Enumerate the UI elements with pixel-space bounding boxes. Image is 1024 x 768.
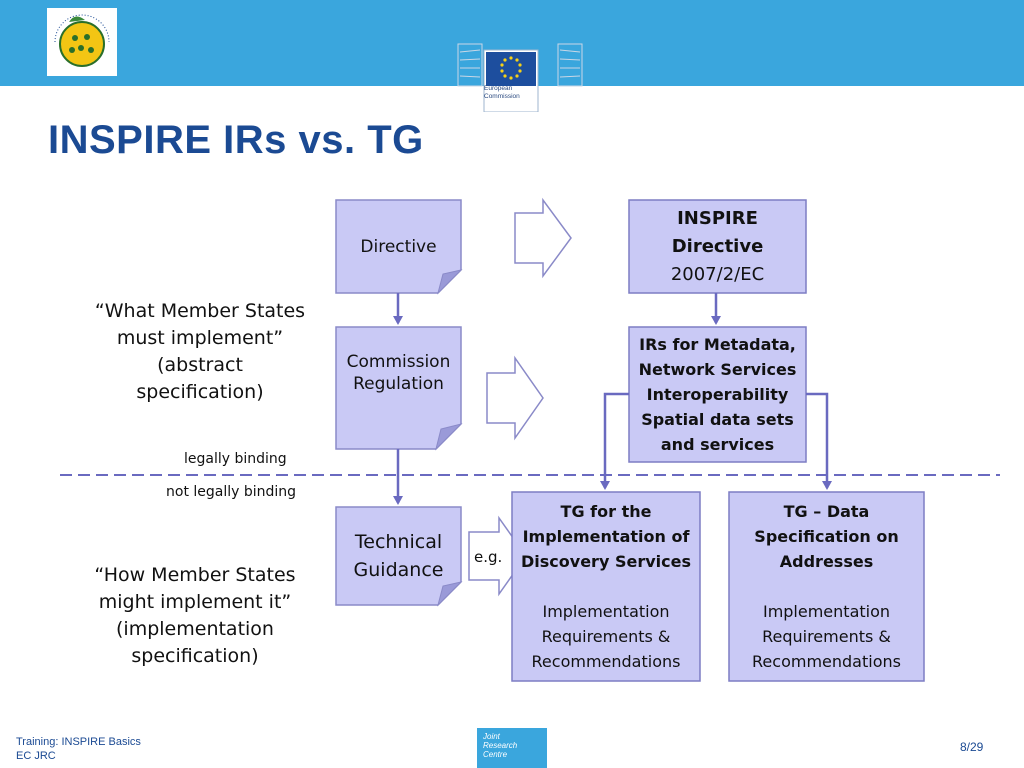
jrc-line3: Centre xyxy=(483,750,508,759)
tg-addresses-body3: Recommendations xyxy=(752,652,901,671)
inspire-directive-box xyxy=(628,199,807,294)
how-member-states-note: “How Member States might implement it” (… xyxy=(55,562,335,670)
block-arrow-regulation xyxy=(486,355,544,441)
what-line1: What Member States xyxy=(104,300,306,322)
tg-addresses-title2: Specification on xyxy=(754,527,899,546)
commission-regulation-label: Commission Regulation xyxy=(336,327,461,422)
ec-label-line1: European xyxy=(484,85,513,92)
inspire-directive-line2: Directive xyxy=(671,235,764,257)
what-member-states-note: “What Member States must implement” (abs… xyxy=(60,298,340,406)
irs-line2: Network Services xyxy=(638,360,797,379)
slide-title: INSPIRE IRs vs. TG xyxy=(48,118,424,162)
open-quote: “ xyxy=(94,564,104,586)
tg-addresses-body1: Implementation xyxy=(762,602,891,621)
what-line3: (abstract xyxy=(157,354,243,376)
directive-label: Directive xyxy=(336,200,461,293)
tg-discovery-body1: Implementation xyxy=(542,602,670,621)
jrc-logo: Joint Research Centre xyxy=(477,728,547,768)
eg-label: e.g. xyxy=(474,548,503,566)
tg-addresses-title1: TG – Data xyxy=(783,502,870,521)
footer-text: Training: INSPIRE Basics EC JRC xyxy=(16,735,141,763)
tg-addresses-box xyxy=(728,491,925,682)
tg-discovery-title3: Discovery Services xyxy=(521,552,691,571)
tg-addresses-body2: Requirements & xyxy=(762,627,891,646)
inspire-directive-line3: 2007/2/EC xyxy=(670,263,765,285)
technical-guidance-label: Technical Guidance xyxy=(336,507,461,605)
european-commission-logo xyxy=(456,22,584,113)
inspire-directive-label: INSPIRE Directive 2007/2/EC xyxy=(629,200,806,293)
how-line2: might implement it xyxy=(98,591,282,613)
how-line4: specification) xyxy=(131,645,259,667)
inspire-directive-line1: INSPIRE xyxy=(677,207,758,229)
guidance-line2: Guidance xyxy=(353,559,444,581)
close-quote: ” xyxy=(273,327,284,349)
how-line3: (implementation xyxy=(116,618,274,640)
connector-irs-to-tg-addresses xyxy=(806,392,832,490)
european-commission-label: European Commission xyxy=(484,85,540,101)
irs-line5: and services xyxy=(660,435,775,454)
footer-line2: EC JRC xyxy=(16,750,56,762)
tg-discovery-body3: Recommendations xyxy=(531,652,681,671)
ec-label-line2: Commission xyxy=(484,93,520,100)
legally-binding-label: legally binding xyxy=(184,451,287,467)
regulation-line1: Commission xyxy=(346,352,451,372)
tg-discovery-title1: TG for the xyxy=(560,502,652,521)
what-line2: must implement xyxy=(116,327,274,349)
tg-discovery-body2: Requirements & xyxy=(541,627,671,646)
page-number: 8/29 xyxy=(960,740,984,754)
what-line4: specification) xyxy=(136,381,264,403)
irs-line3: Interoperability xyxy=(646,385,789,404)
technical-guidance-box xyxy=(335,506,463,607)
connector-irs-to-tg-discovery xyxy=(600,392,629,490)
guidance-line1: Technical xyxy=(354,531,443,553)
tg-discovery-box xyxy=(511,491,701,682)
close-quote: ” xyxy=(281,591,292,613)
jrc-line1: Joint xyxy=(483,732,500,741)
tg-addresses-title3: Addresses xyxy=(779,552,874,571)
jrc-line2: Research xyxy=(483,741,518,750)
block-arrow-directive xyxy=(514,197,572,279)
directive-box xyxy=(335,199,463,295)
not-legally-binding-label: not legally binding xyxy=(166,484,297,500)
irs-line4: Spatial data sets xyxy=(641,410,794,429)
tg-discovery-label: TG for the Implementation of Discovery S… xyxy=(512,492,700,681)
irs-label: IRs for Metadata, Network Services Inter… xyxy=(629,327,806,462)
how-line1: How Member States xyxy=(103,564,296,586)
tg-addresses-label: TG – Data Specification on Addresses Imp… xyxy=(729,492,924,681)
irs-box xyxy=(628,326,807,463)
directive-text: Directive xyxy=(360,236,437,257)
tg-discovery-title2: Implementation of xyxy=(522,527,690,546)
open-quote: “ xyxy=(94,300,105,322)
inspire-logo xyxy=(47,8,117,76)
commission-regulation-box xyxy=(335,326,463,451)
regulation-line2: Regulation xyxy=(353,374,444,394)
irs-line1: IRs for Metadata, xyxy=(639,335,796,354)
footer-line1: Training: INSPIRE Basics xyxy=(16,736,141,748)
